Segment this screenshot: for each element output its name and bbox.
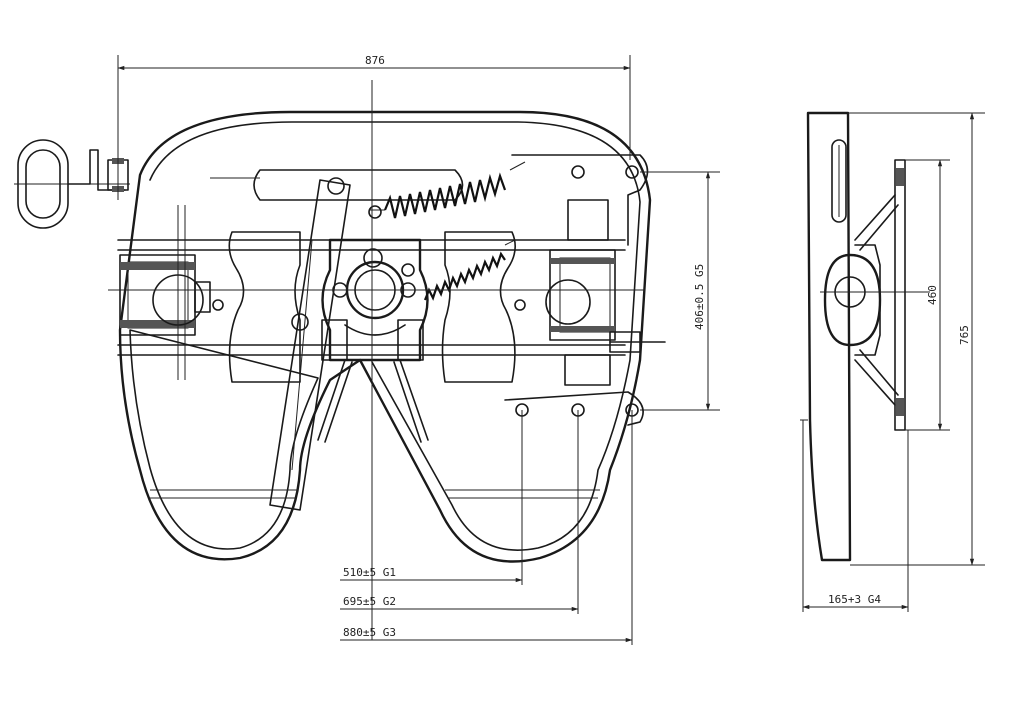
right-pad bbox=[441, 231, 516, 383]
handle-ring bbox=[14, 139, 130, 229]
plate-outline bbox=[118, 110, 652, 563]
dim-g5: 406±0.5 G5 bbox=[693, 264, 706, 330]
release-handle bbox=[269, 179, 351, 511]
side-plate bbox=[806, 111, 852, 562]
dim-460: 460 bbox=[926, 285, 939, 305]
plate-inner-outline bbox=[129, 121, 641, 551]
side-view: 460 765 165+3 G4 bbox=[800, 111, 985, 612]
dim-765: 765 bbox=[958, 325, 971, 345]
dim-g1: 510±5 G1 bbox=[343, 566, 396, 579]
dim-g4: 165+3 G4 bbox=[828, 593, 881, 606]
dim-g3: 880±5 G3 bbox=[343, 626, 396, 639]
mounting-holes bbox=[212, 165, 639, 417]
dim-overall-width: 876 bbox=[365, 54, 385, 67]
left-pad bbox=[228, 231, 301, 383]
front-view bbox=[14, 80, 666, 640]
dim-g2: 695±5 G2 bbox=[343, 595, 396, 608]
front-dimensions: 876 406±0.5 G5 510±5 G1 695±5 G2 880±5 G… bbox=[117, 54, 720, 645]
lower-spring bbox=[423, 239, 516, 301]
